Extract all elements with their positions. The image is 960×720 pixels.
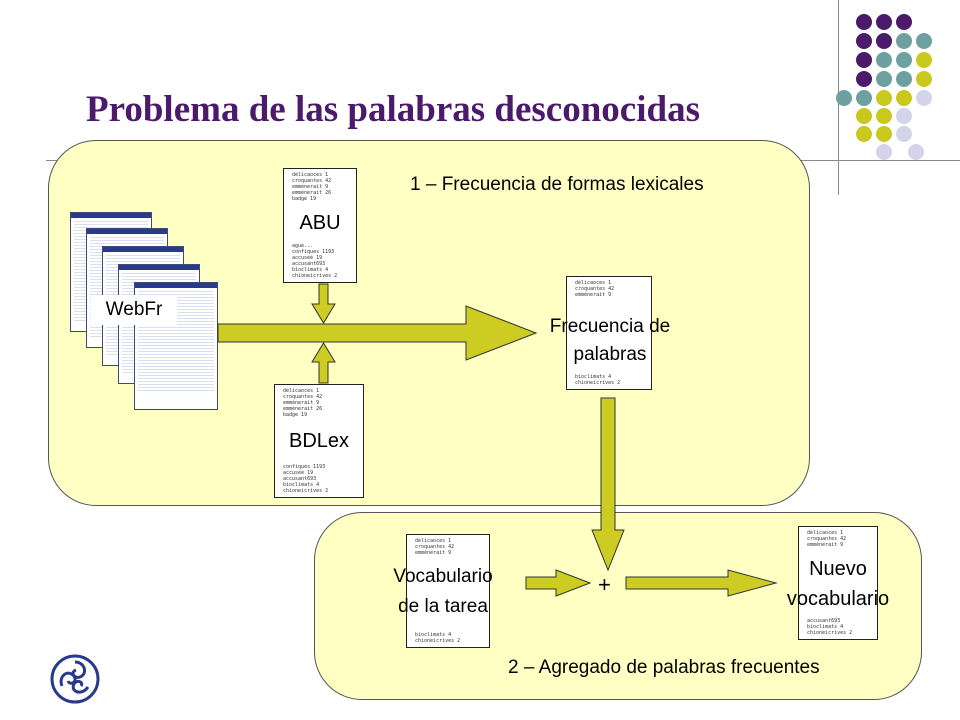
triskele-logo-icon: [50, 654, 100, 704]
panel1-label: 1 – Frecuencia de formas lexicales: [410, 174, 704, 195]
new-vocabulary-label-line2: vocabulario: [786, 588, 890, 610]
abu-document: délicaoces 1 croquantes 42 emménerait 9 …: [283, 168, 357, 283]
webfr-pages: [70, 212, 230, 412]
arrow-vocab-to-plus: [525, 569, 592, 597]
page-title: Problema de las palabras desconocidas: [86, 89, 700, 130]
panel2-label: 2 – Agregado de palabras frecuentes: [508, 657, 820, 678]
task-vocabulary-label-line1: Vocabulario: [393, 566, 493, 587]
decor-dot-grid: [0, 0, 960, 160]
frequency-label-line2: palabras: [573, 344, 647, 365]
new-vocabulary-label-line1: Nuevo: [809, 558, 867, 580]
webfr-label: WebFr: [91, 295, 177, 325]
arrow-webfr-to-frequency: [217, 305, 538, 361]
arrow-abu-down: [311, 283, 336, 324]
arrow-plus-to-new: [625, 569, 778, 597]
new-vocabulary-document: délicaoces 1 croquantes 42 emménerait 9 …: [798, 526, 878, 640]
frequency-label-line1: Frecuencia de: [549, 316, 671, 337]
bdlex-label: BDLex: [288, 430, 350, 452]
task-vocabulary-document: délicaoces 1 croquantes 42 emménerait 9 …: [406, 534, 490, 648]
abu-label: ABU: [299, 212, 341, 234]
frequency-document: délicaoces 1 croquantes 42 emménerait 9 …: [566, 276, 652, 390]
arrow-frequency-down: [591, 397, 625, 572]
task-vocabulary-label-line2: de la tarea: [398, 596, 488, 617]
plus-sign: +: [598, 572, 611, 597]
arrow-bdlex-up: [311, 342, 336, 384]
bdlex-document: délicaoces 1 croquantes 42 emménerait 9 …: [274, 384, 364, 498]
